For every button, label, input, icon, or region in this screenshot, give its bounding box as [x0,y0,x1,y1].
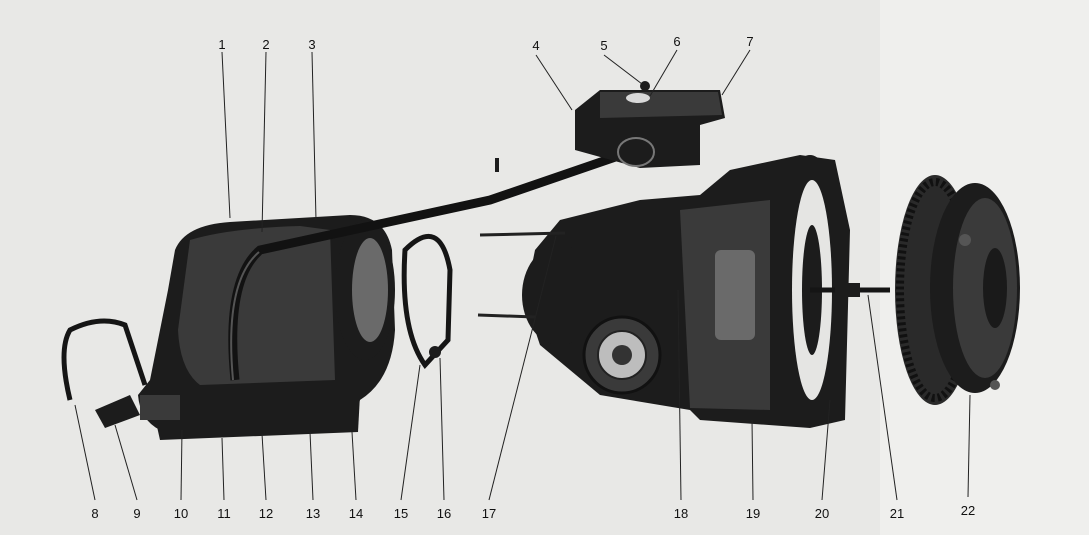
leader-lines [74,49,971,501]
plate-washer [626,93,650,103]
callout-16: 16 [437,506,451,521]
callout-22: 22 [961,503,975,518]
housing-rib [290,250,330,380]
callout-13: 13 [306,506,320,521]
callout-7: 7 [746,34,753,49]
cover-plate-assembly [575,81,725,168]
callout-17: 17 [482,506,496,521]
gasket-bolt [429,346,441,358]
callout-8: 8 [91,506,98,521]
callout-19: 19 [746,506,760,521]
callout-9: 9 [133,506,140,521]
callout-6: 6 [673,34,680,49]
callout-labels: 1 2 3 4 5 6 7 8 9 10 11 12 13 14 15 16 1… [91,34,975,521]
callout-15: 15 [394,506,408,521]
callout-4: 4 [532,38,539,53]
housing-window [715,250,755,340]
callout-20: 20 [815,506,829,521]
callout-10: 10 [174,506,188,521]
transmission-housing [138,215,395,440]
torque-converter [895,175,1020,405]
callout-3: 3 [308,37,315,52]
stud-upper [479,231,566,237]
callout-14: 14 [349,506,363,521]
callout-5: 5 [600,38,607,53]
stud-lower [477,313,536,319]
retaining-strap [61,318,148,401]
housing-gasket [401,233,453,369]
callout-11: 11 [217,506,231,521]
callout-1: 1 [218,37,225,52]
plate-screw [640,81,650,91]
callout-18: 18 [674,506,688,521]
small-pin [495,158,499,172]
callout-21: 21 [890,506,904,521]
callout-12: 12 [259,506,273,521]
callout-2: 2 [262,37,269,52]
vacuum-modulator [95,395,140,428]
